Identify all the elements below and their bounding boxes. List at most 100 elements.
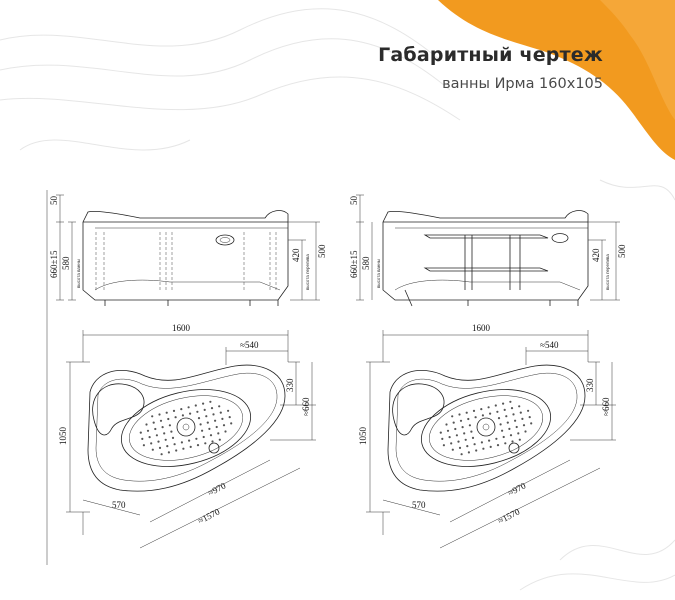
dim-420: 420 [291, 248, 301, 262]
jet-dot [210, 407, 214, 410]
jet-dot [519, 411, 522, 414]
jet-dot [230, 422, 233, 425]
jet-dot [189, 412, 192, 415]
dim-330: 330 [585, 378, 595, 392]
jet-dot [481, 414, 484, 417]
jet-dot [209, 434, 213, 437]
jet-dot [527, 409, 530, 412]
jet-dot [148, 436, 151, 439]
dim-570: 570 [112, 500, 126, 510]
jet-dot [497, 417, 501, 420]
jet-dot [473, 443, 476, 446]
dim-50: 50 [349, 196, 359, 206]
right-headrest [392, 383, 445, 436]
jet-dot [524, 430, 527, 433]
dim-50: 50 [49, 196, 59, 206]
jet-dot [166, 445, 169, 448]
jet-dot [167, 417, 170, 421]
jet-dot [167, 451, 170, 454]
page-subtitle: ванны Ирма 160x105 [442, 76, 603, 92]
jet-dot [509, 400, 512, 403]
jet-dot [159, 419, 163, 422]
jet-dot [517, 432, 520, 435]
jet-dot [196, 410, 199, 413]
jet-dot [182, 447, 185, 450]
dim-660-15: 660±15 [349, 250, 359, 278]
left-inner-bowl [120, 389, 252, 467]
jet-dot [195, 437, 198, 440]
jet-dot [203, 408, 206, 411]
left-front-dims-left: 50 660±15 580 высота ванны [49, 194, 81, 301]
dim-500: 500 [617, 244, 627, 258]
right-front-view: 50 660±15 580 высота ванны 420 высота пе… [349, 194, 627, 307]
orange-corner-highlight [600, 0, 675, 120]
jet-dot [202, 435, 205, 439]
jet-dot [511, 440, 514, 443]
jet-dot [461, 426, 464, 429]
jet-dot [199, 423, 202, 426]
jet-dot [503, 408, 506, 411]
right-frame-middle [423, 267, 549, 272]
jet-dot [518, 405, 521, 408]
jet-dot [172, 409, 176, 412]
jet-dot [460, 453, 463, 456]
jet-dot [451, 448, 454, 451]
jet-dot [209, 400, 212, 403]
left-drain [176, 417, 196, 437]
jet-dot [150, 442, 153, 445]
left-overflow [208, 442, 220, 454]
jet-dot [217, 432, 220, 435]
jet-dot [168, 424, 171, 427]
jet-dot [227, 409, 230, 412]
jet-dot [509, 434, 513, 437]
left-front-body [82, 210, 289, 301]
left-top-view: 1600 ≈540 1050 330 ≈660 570 ≈97 [58, 323, 316, 549]
jet-dot [174, 416, 177, 419]
jet-dot [512, 413, 515, 416]
jet-dot [202, 402, 205, 405]
left-jet-pattern [139, 400, 233, 456]
jet-dot [175, 449, 178, 452]
jet-dot [171, 436, 175, 439]
dim-660-15: 660±15 [49, 250, 59, 278]
dim-580: 580 [361, 256, 371, 270]
jet-dot [173, 443, 176, 446]
jet-dot [157, 440, 160, 443]
right-front-body [382, 210, 589, 301]
jet-dot [470, 430, 473, 433]
jet-dot [506, 421, 509, 424]
dim-570: 570 [412, 500, 426, 510]
jet-dot [459, 419, 463, 422]
right-overflow-fitting [551, 233, 569, 243]
dim-660: ≈660 [301, 397, 311, 416]
jet-dot [208, 427, 211, 430]
jet-dot [146, 429, 150, 432]
jet-dot [502, 435, 505, 439]
jet-dot [522, 424, 526, 427]
right-drain [476, 417, 496, 437]
dim-500: 500 [317, 244, 327, 258]
title-block: Габаритный чертеж ванны Ирма 160x105 [378, 44, 603, 92]
dim-line-1570 [139, 467, 301, 549]
jet-dot [154, 427, 157, 431]
dim-660: ≈660 [601, 397, 611, 416]
jet-dot [446, 429, 450, 432]
jet-dot [448, 436, 451, 439]
jet-dot [228, 416, 231, 419]
left-bath-outline [87, 364, 286, 492]
jet-dot [466, 445, 469, 448]
jet-dot [450, 442, 453, 445]
jet-dot [439, 431, 442, 434]
orange-corner-shape [438, 0, 675, 160]
leg [404, 289, 413, 307]
jet-dot [160, 453, 163, 456]
jet-dot [187, 406, 190, 409]
jet-dot [504, 442, 507, 445]
jet-dot [471, 436, 475, 439]
jet-dot [505, 415, 508, 418]
jet-dot [463, 432, 466, 435]
jet-dot [467, 451, 470, 454]
dim-1600: 1600 [472, 323, 491, 333]
jet-dot [222, 424, 226, 427]
